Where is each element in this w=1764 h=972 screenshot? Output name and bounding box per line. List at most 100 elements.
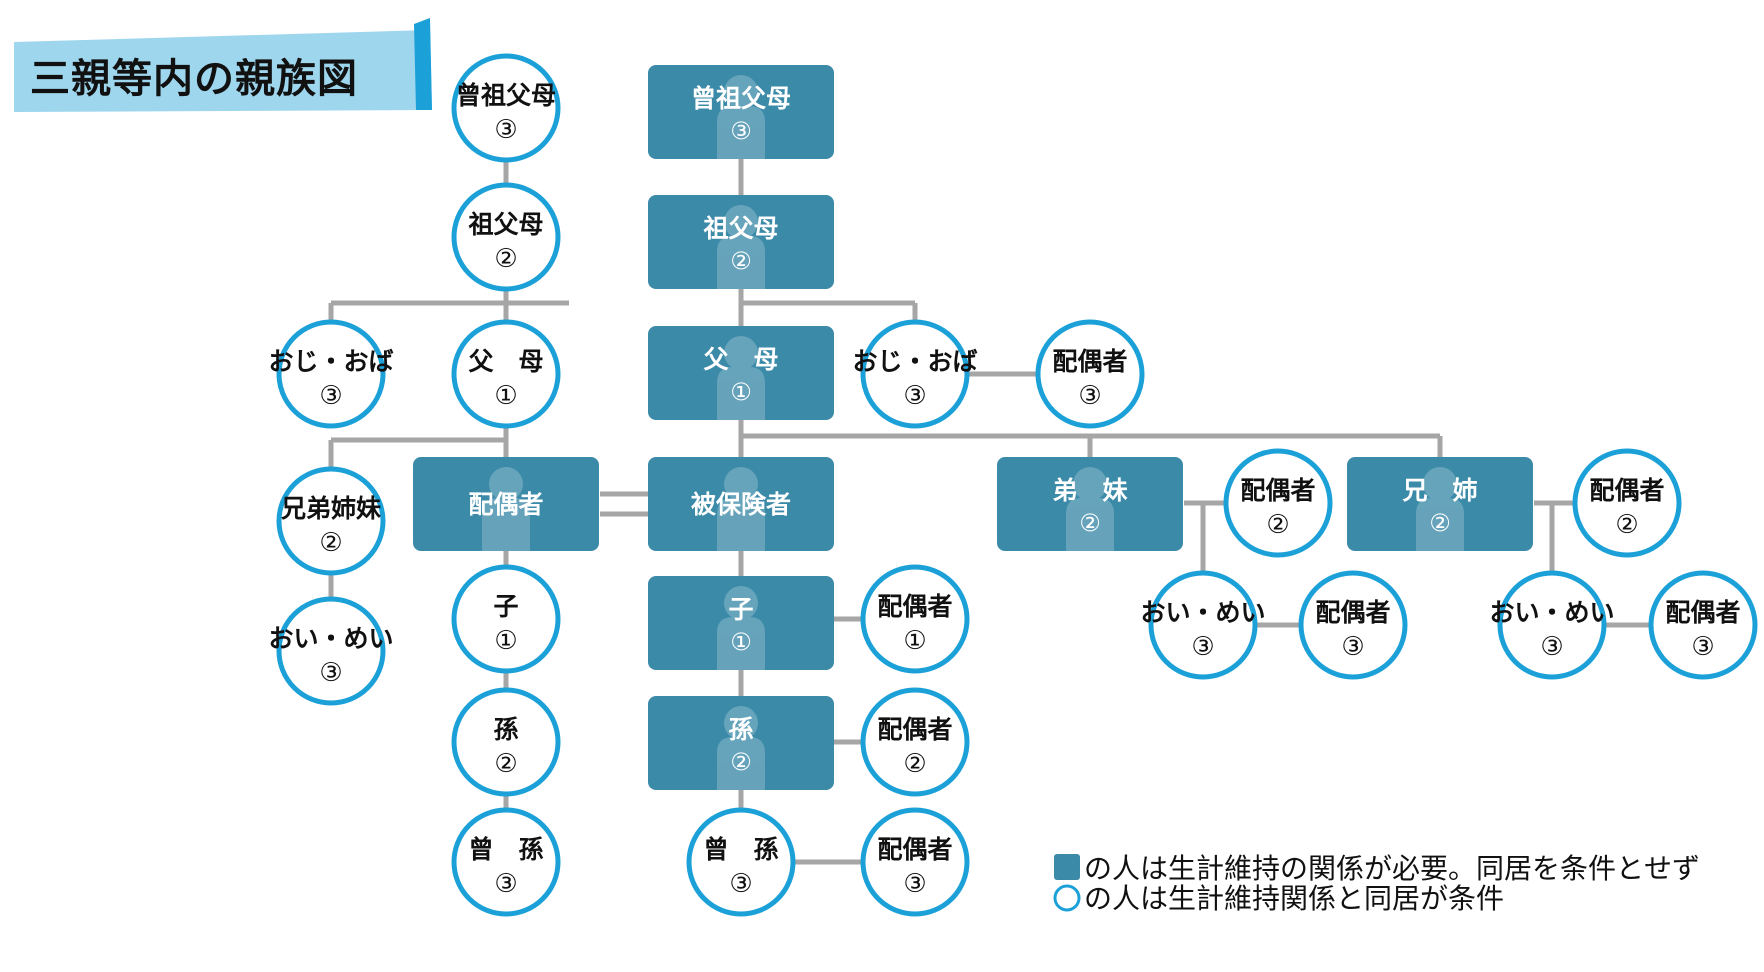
node-spouse: 配偶者 xyxy=(413,457,599,551)
node-m_hiso: 曾祖父母 ③ xyxy=(648,65,834,159)
node-degree: ② xyxy=(1266,510,1289,540)
node-degree: ③ xyxy=(494,115,517,145)
node-box xyxy=(1347,457,1533,551)
node-circle xyxy=(1572,448,1682,558)
person-silhouette-icon xyxy=(717,706,765,790)
node-name: 被保険者 xyxy=(691,490,791,519)
node-l_fubo: 父 母① xyxy=(451,319,561,429)
person-silhouette-icon xyxy=(1066,467,1114,551)
node-ani_oi_sp: 配偶者 ③ xyxy=(1648,570,1758,680)
legend-circle-text: の人は生計維持関係と同居が条件 xyxy=(1084,882,1504,915)
node-box xyxy=(648,195,834,289)
node-name: 配偶者 xyxy=(1665,598,1740,627)
node-name: 父 母 xyxy=(703,345,778,374)
person-silhouette-icon xyxy=(717,586,765,670)
node-name: 弟 妹 xyxy=(1052,476,1127,505)
node-ani_oi: おい・めい③ xyxy=(1489,570,1615,680)
node-m_fubo: 父 母① xyxy=(648,326,834,420)
title-banner: 三親等内の親族図 xyxy=(14,18,432,112)
node-circle xyxy=(276,466,386,576)
node-name: 配偶者 xyxy=(877,715,952,744)
node-name: 配偶者 xyxy=(877,592,952,621)
node-degree: ③ xyxy=(319,658,342,688)
node-circle xyxy=(1223,448,1333,558)
node-degree: ③ xyxy=(903,381,926,411)
node-box xyxy=(648,457,834,551)
node-degree: ② xyxy=(903,749,926,779)
title-band xyxy=(14,30,432,112)
node-m_himago: 曾 孫 ③ xyxy=(686,807,796,917)
node-r_ko_sp: 配偶者 ① xyxy=(860,564,970,674)
node-degree: ② xyxy=(1615,510,1638,540)
node-circle xyxy=(276,319,386,429)
node-l_himago: 曾 孫 ③ xyxy=(451,807,561,917)
person-silhouette-icon xyxy=(717,467,765,551)
node-degree: ② xyxy=(1429,509,1451,537)
node-degree: ② xyxy=(319,528,342,558)
node-name: 孫 xyxy=(728,715,753,744)
person-silhouette-icon xyxy=(482,467,530,551)
node-box xyxy=(413,457,599,551)
node-name: 曾 孫 xyxy=(703,835,778,864)
node-degree: ③ xyxy=(730,117,752,145)
node-m_mago: 孫② xyxy=(648,696,834,790)
node-circle xyxy=(1497,570,1607,680)
node-circle xyxy=(1648,570,1758,680)
node-name: 孫 xyxy=(493,715,518,744)
node-m_ko: 子① xyxy=(648,576,834,670)
node-box xyxy=(648,696,834,790)
node-circle xyxy=(686,807,796,917)
node-name: 配偶者 xyxy=(877,835,952,864)
node-circle xyxy=(1035,319,1145,429)
node-name: 曾 孫 xyxy=(468,835,543,864)
node-circle xyxy=(1298,570,1408,680)
legend-rect-swatch xyxy=(1054,854,1080,880)
node-name: おじ・おば xyxy=(268,347,393,376)
node-name: 曾祖父母 xyxy=(691,84,791,113)
node-circle xyxy=(451,564,561,674)
node-circle xyxy=(451,182,561,292)
node-name: 子 xyxy=(728,595,753,624)
node-circle xyxy=(860,807,970,917)
node-ani: 兄 姉② xyxy=(1347,457,1533,551)
node-name: おい・めい xyxy=(1489,598,1614,627)
node-name: 父 母 xyxy=(468,347,543,376)
node-degree: ① xyxy=(903,626,926,656)
node-circle xyxy=(451,687,561,797)
person-silhouette-icon xyxy=(717,205,765,289)
node-degree: ③ xyxy=(729,869,752,899)
node-circle xyxy=(451,319,561,429)
node-degree: ③ xyxy=(1691,632,1714,662)
node-l_ko: 子① xyxy=(451,564,561,674)
page-title: 三親等内の親族図 xyxy=(30,56,358,102)
node-box xyxy=(648,65,834,159)
node-name: 配偶者 xyxy=(1589,476,1664,505)
node-name: おじ・おば xyxy=(852,347,977,376)
node-degree: ② xyxy=(1079,509,1101,537)
node-otomu_oi: おい・めい③ xyxy=(1140,570,1266,680)
node-degree: ③ xyxy=(494,869,517,899)
node-circle xyxy=(860,319,970,429)
node-degree: ③ xyxy=(319,381,342,411)
node-name: 配偶者 xyxy=(1315,598,1390,627)
person-silhouette-icon xyxy=(717,336,765,420)
node-circle xyxy=(451,53,561,163)
node-l_oji: おじ・おば ③ xyxy=(268,319,394,429)
node-circle xyxy=(276,596,386,706)
node-name: 子 xyxy=(493,592,518,621)
node-circle xyxy=(1148,570,1258,680)
node-circle xyxy=(451,807,561,917)
node-insured: 被保険者 xyxy=(648,457,834,551)
node-box xyxy=(648,326,834,420)
node-degree: ① xyxy=(494,626,517,656)
node-degree: ③ xyxy=(1078,381,1101,411)
node-circle xyxy=(860,564,970,674)
node-box xyxy=(997,457,1183,551)
